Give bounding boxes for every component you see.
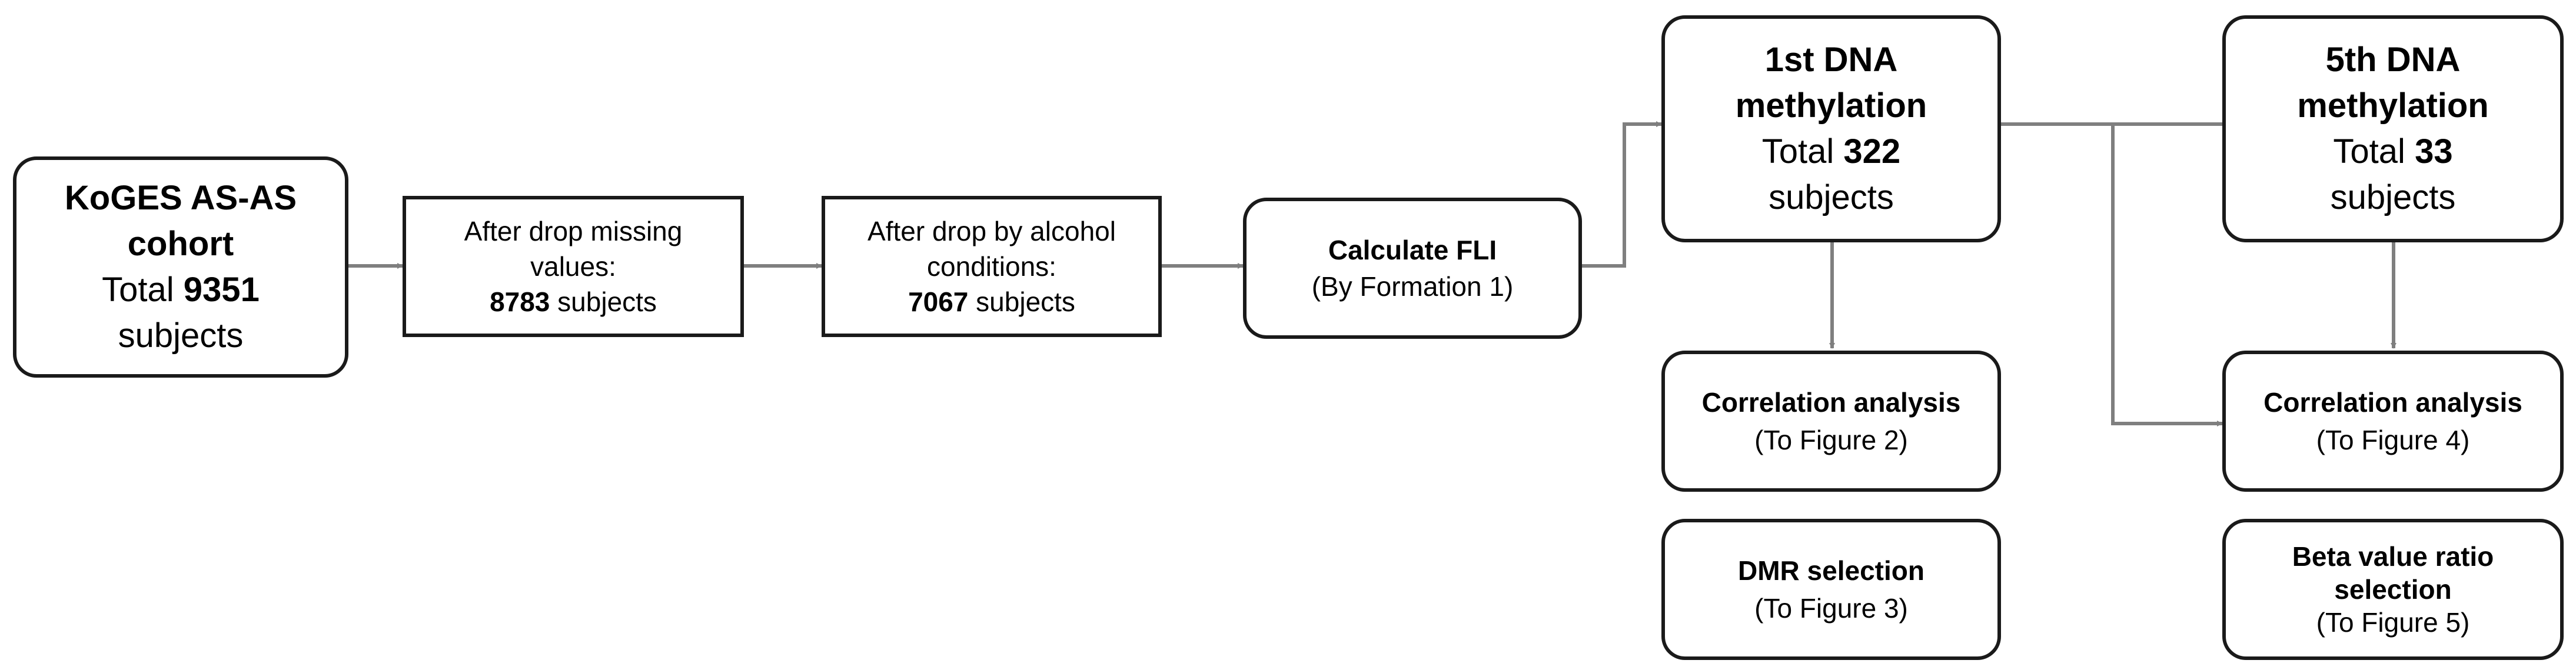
node-correlation-analysis-fig2: Correlation analysis (To Figure 2) xyxy=(1661,351,2001,492)
calc-fli-subtitle: (By Formation 1) xyxy=(1311,271,1514,302)
calc-fli-title: Calculate FLI xyxy=(1328,235,1497,265)
drop-alcohol-count: 7067 xyxy=(908,286,969,317)
cohort-title-line2: cohort xyxy=(127,225,234,263)
node-dna-methylation-5th: 5th DNA methylation Total 33 subjects xyxy=(2222,15,2564,242)
drop-alcohol-line2: conditions: xyxy=(927,251,1056,282)
arrow-branch-to-corr2 xyxy=(2111,124,2223,426)
cohort-subjects-label: subjects xyxy=(118,316,244,355)
dna1-total-value: 322 xyxy=(1843,132,1901,171)
node-koges-cohort: KoGES AS-AS cohort Total 9351 subjects xyxy=(13,156,348,378)
dmr-figure-ref: (To Figure 3) xyxy=(1754,593,1908,624)
drop-alcohol-count-line: 7067 subjects xyxy=(908,286,1075,317)
dna5-title-line2: methylation xyxy=(2297,86,2489,125)
drop-missing-count-line: 8783 subjects xyxy=(490,286,657,317)
beta-figure-ref: (To Figure 5) xyxy=(2316,607,2470,638)
dna1-subjects-label: subjects xyxy=(1769,178,1894,216)
cohort-total-line: Total 9351 xyxy=(102,271,260,309)
node-dmr-selection: DMR selection (To Figure 3) xyxy=(1661,519,2001,660)
arrow-calc-fli-to-dna1 xyxy=(1581,121,1662,268)
node-drop-alcohol: After drop by alcohol conditions: 7067 s… xyxy=(822,196,1162,337)
dna1-total-line: Total 322 xyxy=(1761,132,1901,171)
dna5-title-line1: 5th DNA xyxy=(2325,41,2461,79)
corr2-title: Correlation analysis xyxy=(2263,387,2522,418)
drop-missing-line1: After drop missing xyxy=(464,216,683,246)
dna5-subjects-label: subjects xyxy=(2330,178,2456,216)
cohort-title-line1: KoGES AS-AS xyxy=(64,179,297,217)
dmr-title: DMR selection xyxy=(1738,555,1924,586)
node-beta-value-ratio-selection: Beta value ratio selection (To Figure 5) xyxy=(2222,519,2564,660)
dna1-title-line1: 1st DNA xyxy=(1764,41,1898,79)
node-dna-methylation-1st: 1st DNA methylation Total 322 subjects xyxy=(1661,15,2001,242)
drop-missing-line2: values: xyxy=(530,251,616,282)
dna5-total-value: 33 xyxy=(2415,132,2453,171)
node-calculate-fli: Calculate FLI (By Formation 1) xyxy=(1243,198,1582,339)
cohort-total-value: 9351 xyxy=(183,271,260,309)
node-correlation-analysis-fig4: Correlation analysis (To Figure 4) xyxy=(2222,351,2564,492)
dna5-total-line: Total 33 xyxy=(2333,132,2453,171)
corr2-figure-ref: (To Figure 4) xyxy=(2316,425,2470,455)
node-drop-missing: After drop missing values: 8783 subjects xyxy=(403,196,744,337)
beta-title-line2: selection xyxy=(2334,574,2452,605)
dna1-title-line2: methylation xyxy=(1735,86,1927,125)
drop-missing-count: 8783 xyxy=(490,286,550,317)
corr1-title: Correlation analysis xyxy=(1701,387,1961,418)
corr1-figure-ref: (To Figure 2) xyxy=(1754,425,1908,455)
beta-title-line1: Beta value ratio xyxy=(2292,541,2494,572)
drop-alcohol-line1: After drop by alcohol xyxy=(867,216,1116,246)
